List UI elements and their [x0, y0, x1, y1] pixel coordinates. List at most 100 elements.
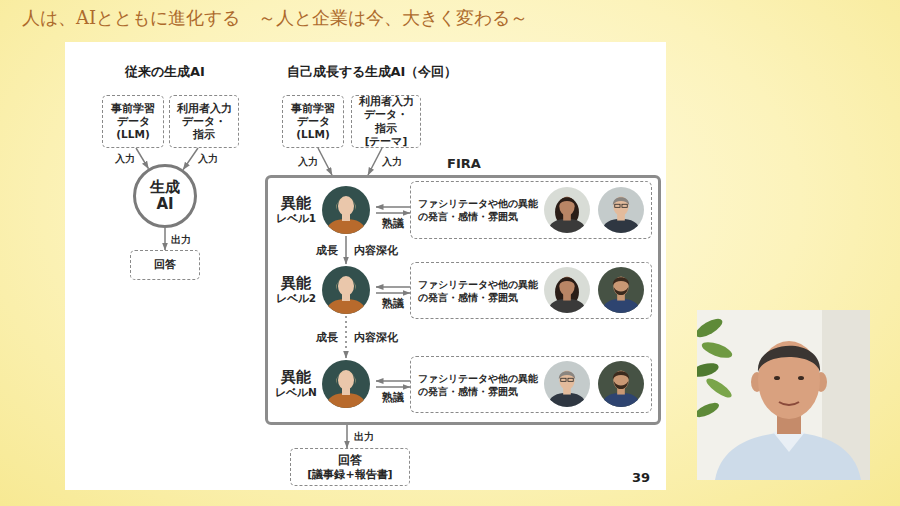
- discussion-box: ファシリテータや他の異能 の発言・感情・雰囲気: [410, 356, 652, 413]
- portrait-beard: [613, 381, 627, 389]
- node-text: 利用者入力 データ・指示: [173, 102, 235, 141]
- portrait-ground: [322, 186, 370, 234]
- portrait-face: [559, 196, 574, 215]
- presenter-eye: [798, 376, 804, 380]
- portrait-hair: [558, 197, 574, 205]
- portrait-body: [325, 299, 367, 314]
- portrait-body: [325, 219, 367, 234]
- portrait-glasses: [621, 204, 626, 207]
- plant-leaf: [704, 375, 734, 400]
- dashed-box: 回答: [130, 250, 200, 280]
- discussion-box: ファシリテータや他の異能 の発言・感情・雰囲気: [410, 262, 652, 319]
- dashed-box: 事前学習 データ (LLM): [102, 95, 164, 148]
- edge-label: 熟議: [382, 297, 404, 310]
- portrait-ground: [322, 360, 370, 408]
- portrait-ground: [598, 361, 644, 407]
- dashed-box: 利用者入力 データ・指示: [169, 95, 239, 148]
- page-number: 39: [632, 470, 650, 486]
- plant-leaf: [697, 315, 725, 340]
- portrait-face: [613, 276, 628, 295]
- node-text: [議事録+報告書]: [294, 468, 406, 482]
- portrait-image: [544, 361, 590, 407]
- presenter-shirt: [715, 432, 861, 480]
- portrait-face: [338, 276, 354, 296]
- edge-label: 成長: [316, 244, 338, 257]
- portrait-photo: [544, 267, 590, 313]
- portrait-face: [559, 276, 574, 295]
- edge-label: 入力: [115, 153, 135, 164]
- portrait-ground: [544, 267, 590, 313]
- connector-line: [345, 316, 347, 358]
- node-text: ファシリテータや他の異能 の発言・感情・雰囲気: [418, 371, 540, 398]
- edge-label: 入力: [198, 153, 218, 164]
- portrait-body: [546, 218, 586, 232]
- connector-line: [164, 228, 166, 250]
- connector: [136, 148, 148, 169]
- portrait-body: [325, 393, 367, 408]
- portrait-ground: [598, 187, 644, 233]
- fira-frame: FIRA異能レベル1ファシリテータや他の異能 の発言・感情・雰囲気異能レベル2フ…: [265, 175, 661, 425]
- edge-label: 出力: [171, 234, 191, 245]
- portrait-image: [322, 266, 370, 314]
- edge-label: 熟議: [382, 391, 404, 404]
- connector: [346, 236, 347, 264]
- presenter-video: [697, 310, 870, 480]
- portrait-image: [322, 360, 370, 408]
- portrait-hair: [336, 198, 355, 210]
- agent-level: 異能レベル1: [272, 184, 376, 236]
- presenter-eye: [774, 376, 780, 380]
- level-text-column: 異能レベルN: [272, 358, 320, 410]
- portrait-hair: [612, 371, 628, 379]
- node-text: レベル2: [272, 292, 320, 305]
- connector-line: [376, 286, 410, 288]
- connector-line: [318, 148, 332, 175]
- agent-level: 異能レベル2: [272, 264, 376, 316]
- ai-circle: 生成 AI: [133, 164, 197, 228]
- presenter-face: [758, 341, 820, 419]
- connector-line: [346, 425, 348, 448]
- node-text: 異能: [272, 275, 320, 292]
- plant-leaf: [700, 339, 734, 361]
- growth-note: 内容深化: [354, 331, 398, 344]
- connector-line: [376, 212, 410, 214]
- portrait-photo: [598, 187, 644, 233]
- node-text: FIRA: [447, 156, 481, 172]
- portrait-photo: [544, 361, 590, 407]
- portrait-ground: [322, 266, 370, 314]
- connector-line: [376, 292, 410, 294]
- edge-label: 成長: [316, 331, 338, 344]
- column-heading: 自己成長する生成AI（今回）: [287, 64, 458, 80]
- growth-note: 内容深化: [354, 244, 398, 257]
- node-text: レベルN: [272, 386, 320, 399]
- portrait-face: [338, 370, 354, 390]
- node-text: 回答: [134, 258, 196, 272]
- connector-line: [376, 386, 410, 388]
- connector: [376, 381, 410, 387]
- node-text: 回答: [294, 453, 406, 468]
- connector-line: [345, 236, 347, 264]
- portrait-photo: [322, 266, 370, 314]
- slide-title: 人は、AIとともに進化する ～人と企業は今、大きく変わる～: [22, 6, 528, 29]
- discussion-box: ファシリテータや他の異能 の発言・感情・雰囲気: [410, 181, 652, 239]
- portrait-photo: [598, 267, 644, 313]
- portrait-hair: [336, 278, 355, 290]
- portrait-body: [600, 298, 640, 312]
- portrait-image: [598, 187, 644, 233]
- portrait-photo: [598, 361, 644, 407]
- connector: [368, 148, 382, 175]
- dashed-box: 利用者入力 データ・指示 [テーマ]: [351, 95, 421, 148]
- portrait-ground: [544, 361, 590, 407]
- node-text: 異能: [272, 195, 320, 212]
- column-heading: 従来の生成AI: [125, 64, 205, 80]
- node-text: レベル1: [272, 212, 320, 225]
- connector-line: [376, 206, 410, 208]
- portrait-ground: [544, 187, 590, 233]
- portrait-glasses: [614, 204, 619, 207]
- portrait-face: [559, 370, 574, 389]
- connector: [165, 228, 166, 250]
- presenter-collar: [773, 432, 805, 452]
- portrait-face: [338, 196, 354, 216]
- connector: [183, 148, 198, 170]
